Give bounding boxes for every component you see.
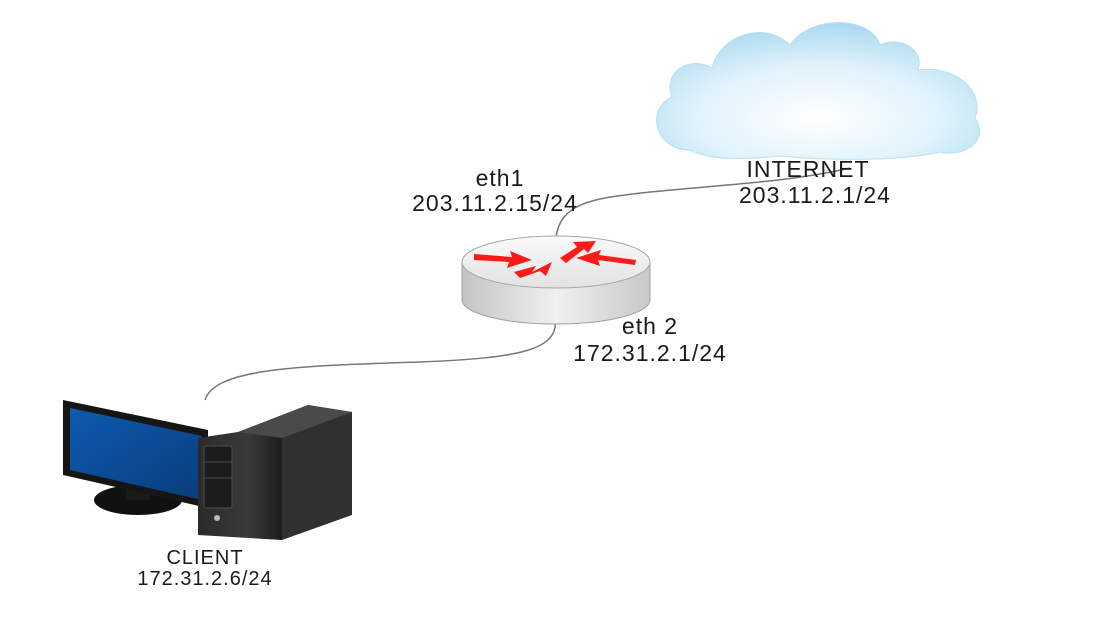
eth2-label: eth 2: [621, 313, 679, 339]
eth1-label: eth1: [475, 165, 525, 191]
internet-ip-label: 203.11.2.1/24: [739, 182, 891, 208]
monitor-screen: [70, 408, 202, 500]
router-icon: [461, 235, 651, 325]
cable-router-internet: [555, 167, 851, 239]
power-button-icon: [214, 515, 220, 521]
client-computer-icon: [63, 400, 352, 540]
client-label: CLIENT: [166, 547, 244, 569]
internet-cloud-icon: [656, 22, 981, 160]
client-ip-label: 172.31.2.6/24: [137, 568, 273, 590]
cable-router-client: [204, 317, 557, 401]
eth1-ip-label: 203.11.2.15/24: [412, 190, 578, 216]
eth2-ip-label: 172.31.2.1/24: [573, 340, 727, 366]
router-arrows-icon: [474, 241, 636, 278]
internet-label: INTERNET: [746, 156, 870, 182]
